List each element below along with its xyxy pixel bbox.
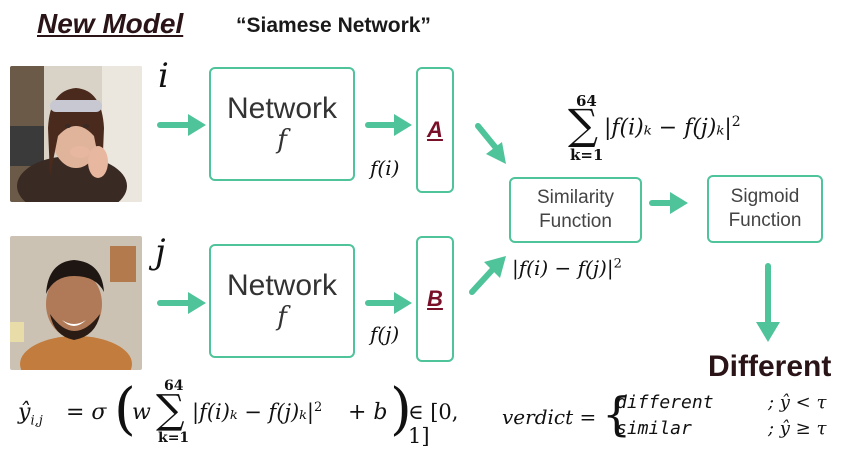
verdict-lhs: verdict = [502,405,597,429]
verdict-rule: verdict = { different ; ŷ < τ similar ; … [502,388,848,446]
encoding-box-b: B [416,236,454,362]
similarity-sum-power: 2 [731,114,741,130]
input-symbol-i: i [158,56,169,96]
output-equation: ŷi,j = σ ( w 64 ∑ k=1 |f(i)ₖ − f(j)ₖ|2 +… [18,376,478,450]
equation-open-paren: ( [114,377,136,442]
equation-summation-symbol: ∑ [156,387,185,433]
network-box-bottom: Network f [209,244,355,358]
input-photo-i [10,66,142,202]
similarity-sum-upper: 64 [576,92,597,110]
verdict-case-similar: similar [616,418,692,439]
equation-yhat-subscript: i,j [30,413,43,429]
input-photo-j [10,236,142,370]
network-label: Network [226,269,338,302]
verdict-brace: { [602,387,632,441]
encoding-vector-label: A [427,117,443,142]
sigmoid-function-box: Sigmoid Function [707,175,823,243]
similarity-function-box: Similarity Function [509,177,642,243]
equation-yhat: ŷ [18,400,31,425]
network-box-top: Network f [209,67,355,181]
similarity-norm-term: |f(i) − f(j)| [512,256,614,280]
equation-term: |f(i)ₖ − f(j)ₖ|2 [192,400,322,424]
equation-weight: w [132,400,151,425]
equation-sum-lower: k=1 [158,430,190,446]
similarity-sum-formula: |f(i)ₖ − f(j)ₖ|2 [604,114,741,140]
equation-sum-upper: 64 [164,378,184,394]
page-title: New Model [37,8,184,39]
equation-term-body: |f(i)ₖ − f(j)ₖ| [192,400,314,424]
similarity-label-line1: Similarity [536,187,615,208]
input-symbol-j: j [155,232,166,272]
similarity-norm-formula: |f(i) − f(j)|2 [512,256,622,280]
encoding-box-a: A [416,67,454,193]
equation-range: ∈ [0, 1] [408,400,459,448]
equation-term-power: 2 [313,400,323,415]
equation-lhs: ŷi,j [18,400,43,428]
similarity-sum-lower: k=1 [570,146,604,164]
sigmoid-label-line2: Function [728,210,802,231]
result-label: Different [708,350,832,383]
verdict-condition-similar: ; ŷ ≥ τ [768,418,827,439]
network-function-symbol: f [277,302,287,332]
similarity-label-line2: Function [539,211,612,232]
sigmoid-label-line1: Sigmoid [730,186,800,207]
similarity-sum-term: |f(i)ₖ − f(j)ₖ| [604,115,732,141]
equation-sigma: = σ [66,400,107,425]
equation-close-paren: ) [390,377,412,442]
network-function-symbol: f [277,125,287,155]
page-subtitle: “Siamese Network” [236,14,431,37]
verdict-condition-different: ; ŷ < τ [768,392,827,413]
network-label: Network [226,92,338,125]
encoding-output-i: f(i) [370,156,400,180]
summation-symbol: ∑ [568,100,598,149]
encoding-output-j: f(j) [370,322,400,346]
encoding-vector-label: B [427,286,443,311]
equation-bias: + b [348,400,388,425]
verdict-case-different: different [616,392,714,413]
similarity-norm-power: 2 [613,256,622,272]
